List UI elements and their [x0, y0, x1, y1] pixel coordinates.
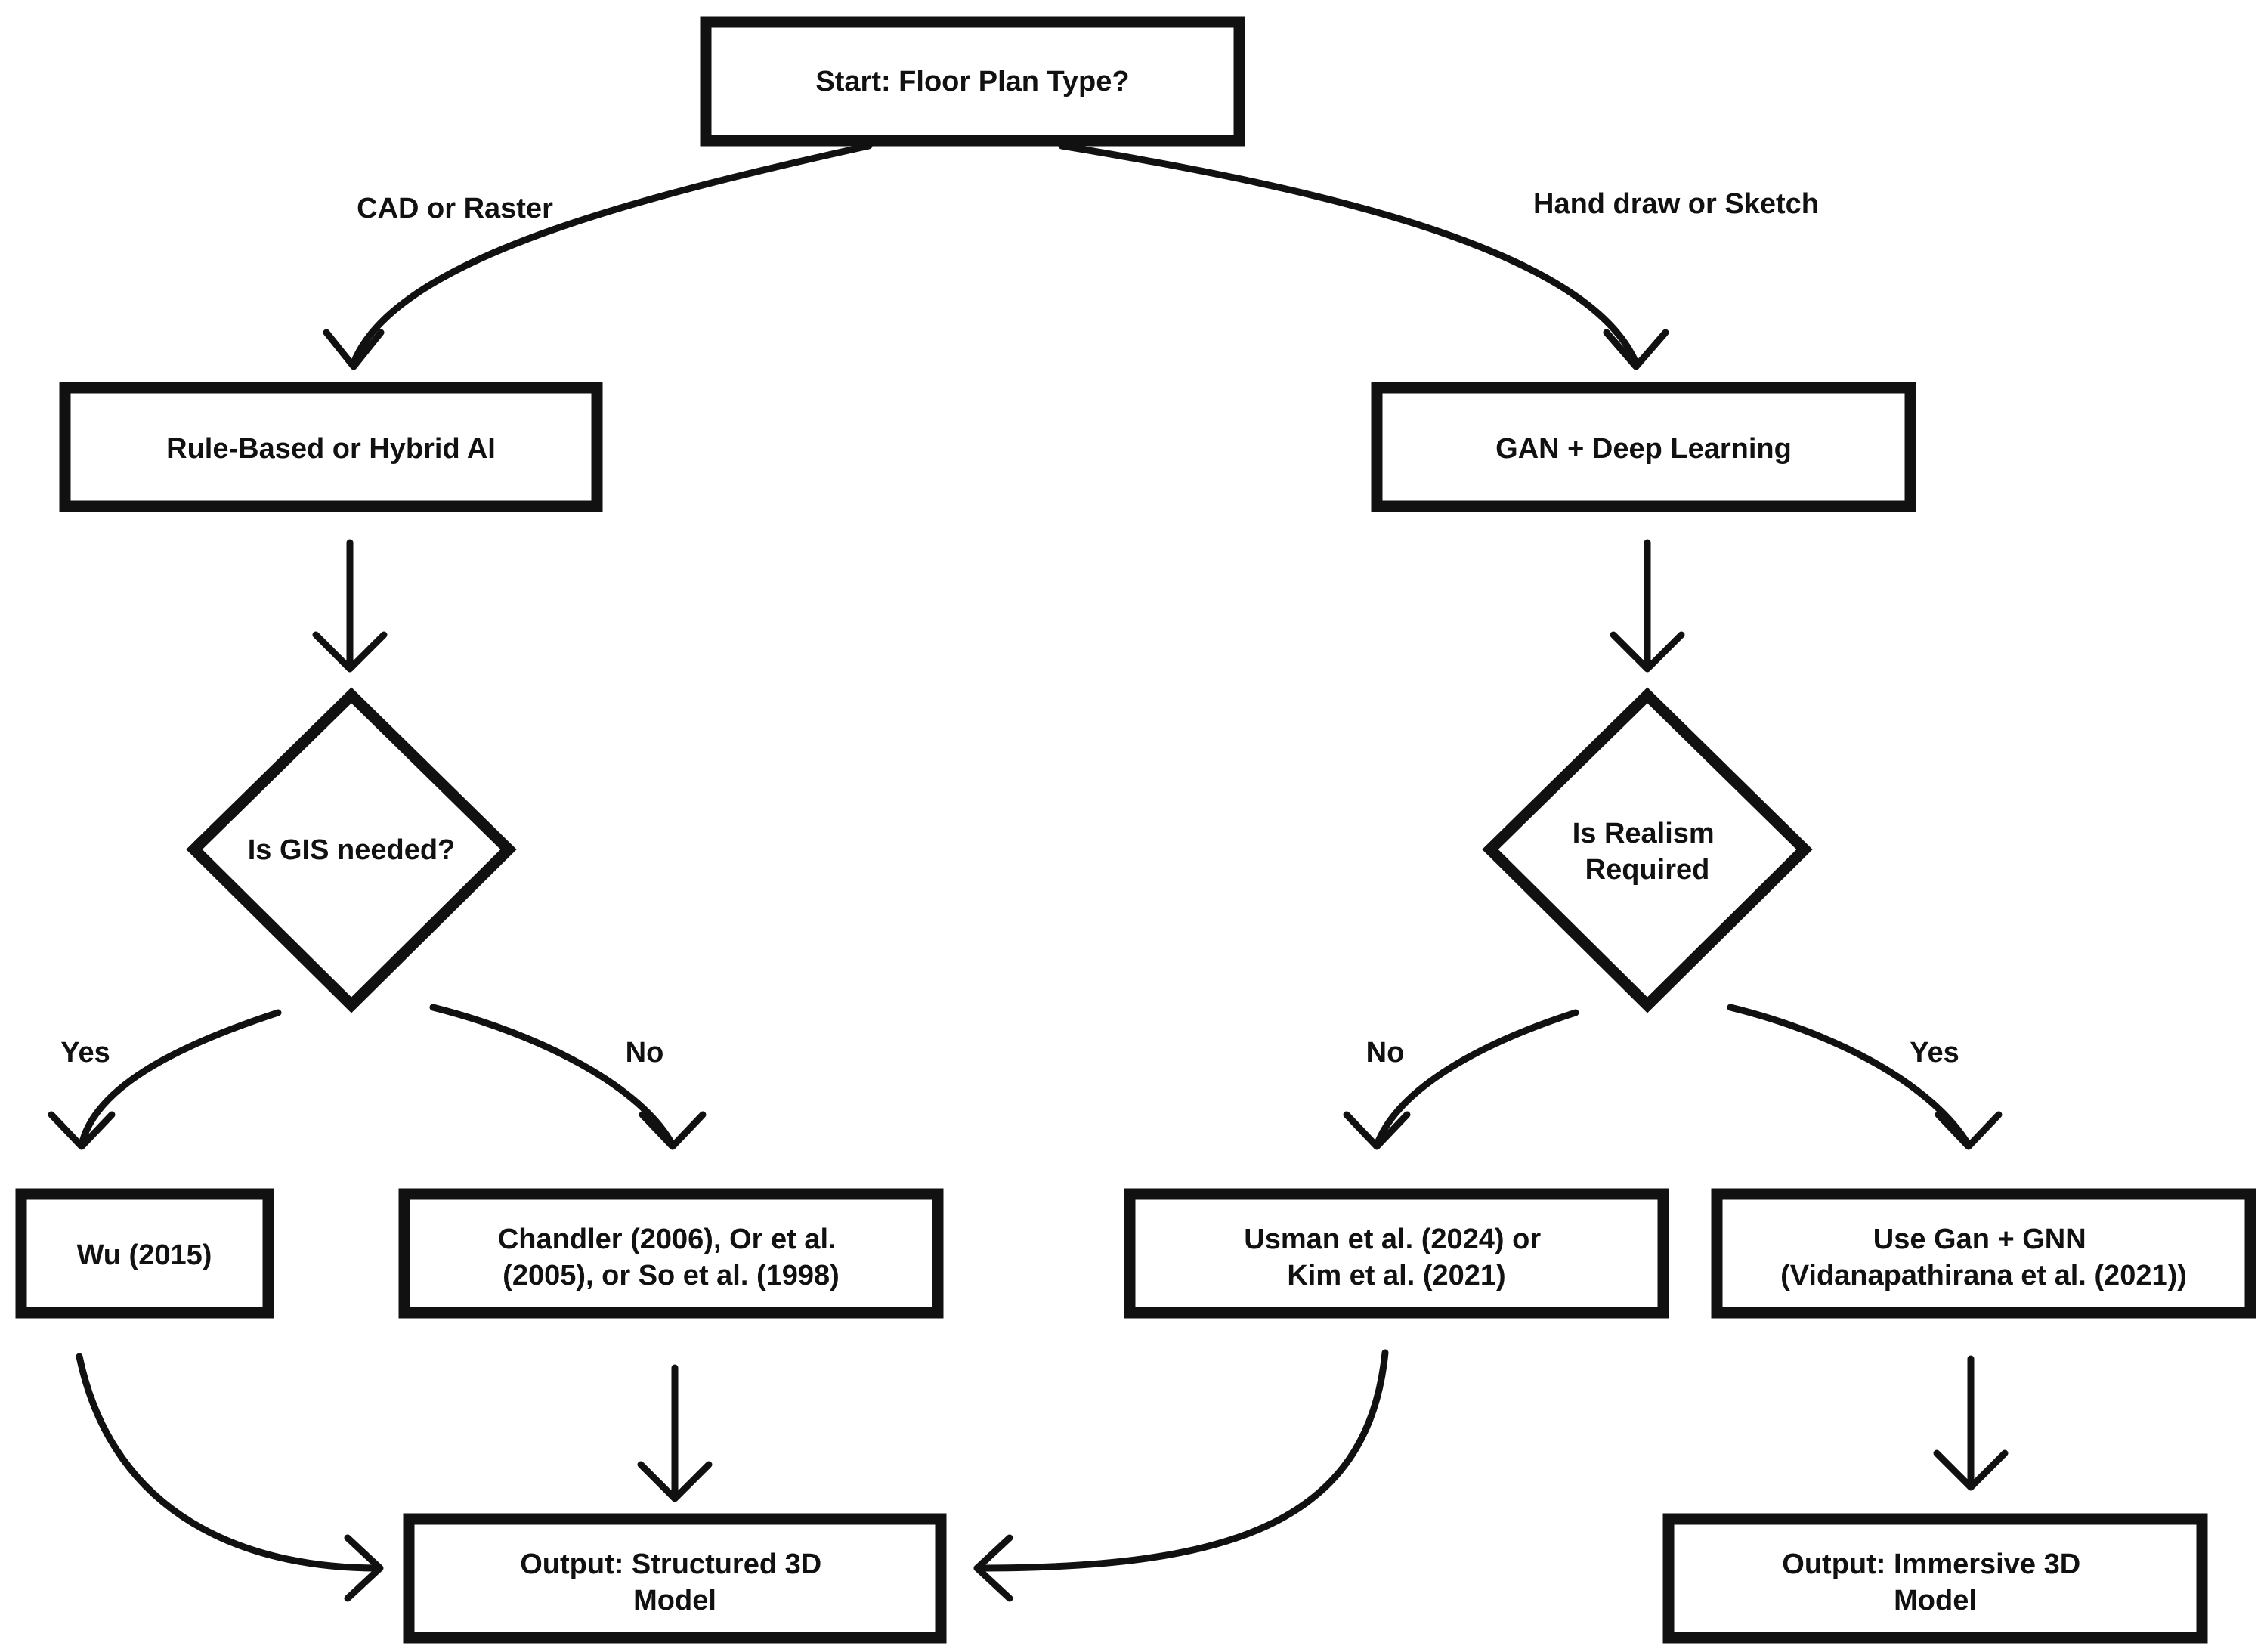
svg-text:Start: Floor Plan Type?: Start: Floor Plan Type? [815, 66, 1129, 97]
node-gan-deep: GAN + Deep Learning [1371, 382, 1916, 512]
edge-label-gis-yes: Yes [60, 1037, 110, 1069]
svg-text:Rule-Based or Hybrid AI: Rule-Based or Hybrid AI [166, 433, 496, 465]
edge-rule-based-to-gis [312, 539, 388, 673]
node-usman-label-line1: Usman et al. (2024) or [1244, 1224, 1541, 1255]
svg-text:Output: Structured 3D Mo: Output: Structured 3D Model [520, 1548, 830, 1616]
node-start-label: Start: Floor Plan Type? [815, 66, 1129, 97]
edge-gis-no-to-chandler [429, 1004, 707, 1150]
edge-realism-no-to-usman [1343, 1009, 1579, 1150]
node-chandler-label-line1: Chandler (2006), Or et al. [498, 1224, 837, 1255]
node-wu: Wu (2015) [15, 1188, 274, 1319]
edge-wu-to-output-structured [76, 1353, 384, 1602]
node-output-immersive: Output: Immersive 3D Model [1662, 1513, 2208, 1644]
edge-usman-to-output-structured [973, 1349, 1389, 1602]
edge-start-to-gan-deep [1058, 142, 1669, 370]
svg-text:Wu (2015): Wu (2015) [77, 1239, 212, 1271]
svg-text:Is GIS needed?: Is GIS needed? [248, 834, 456, 866]
node-rule-based-label: Rule-Based or Hybrid AI [166, 433, 496, 465]
node-output-immersive-label-line1: Output: Immersive 3D [1782, 1548, 2080, 1580]
node-wu-label: Wu (2015) [77, 1239, 212, 1271]
node-chandler-label-line2: (2005), or So et al. (1998) [503, 1260, 840, 1292]
node-gan-deep-label: GAN + Deep Learning [1495, 433, 1792, 465]
node-gis-decision-label: Is GIS needed? [248, 834, 456, 866]
node-start: Start: Floor Plan Type? [700, 16, 1245, 147]
svg-text:Is Realism Required: Is Realism Required [1573, 818, 1723, 886]
node-realism-decision-label-line1: Is Realism [1573, 818, 1715, 849]
edge-start-to-rule-based [323, 142, 873, 370]
edge-gan-gnn-to-output-immersive [1933, 1355, 2009, 1491]
node-usman-label-line2: Kim et al. (2021) [1287, 1260, 1505, 1292]
edge-label-cad-raster: CAD or Raster [357, 193, 553, 224]
edge-label-realism-yes: Yes [1910, 1037, 1959, 1069]
node-realism-decision-label-line2: Required [1585, 854, 1710, 886]
node-gan-gnn-label-line1: Use Gan + GNN [1873, 1224, 2086, 1255]
edge-label-gis-no: No [626, 1037, 664, 1069]
svg-text:GAN + Deep Learning: GAN + Deep Learning [1495, 433, 1792, 465]
node-realism-decision: Is Realism Required [1482, 687, 1813, 1013]
node-output-structured-label-line2: Model [633, 1585, 716, 1616]
edge-label-hand-sketch: Hand draw or Sketch [1533, 188, 1819, 220]
svg-text:Chandler (2006), Or et al.: Chandler (2006), Or et al. (2005), or So… [498, 1224, 844, 1292]
node-gan-gnn-label-line2: (Vidanapathirana et al. (2021)) [1780, 1260, 2187, 1292]
node-output-immersive-label-line2: Model [1894, 1585, 1977, 1616]
node-output-structured-label-line1: Output: Structured 3D [520, 1548, 821, 1580]
node-rule-based: Rule-Based or Hybrid AI [59, 382, 603, 512]
edge-gan-deep-to-realism [1610, 539, 1685, 673]
node-gis-decision: Is GIS needed? [186, 687, 517, 1013]
edge-realism-yes-to-gan-gnn [1727, 1004, 2003, 1150]
edge-gis-yes-to-wu [48, 1009, 282, 1150]
svg-text:Use Gan + GNN (Vidanapat: Use Gan + GNN (Vidanapathirana et al. (2… [1780, 1224, 2187, 1292]
edge-label-realism-no: No [1366, 1037, 1405, 1069]
node-usman: Usman et al. (2024) or Kim et al. (2021) [1124, 1188, 1669, 1319]
edge-chandler-to-output-structured [637, 1364, 713, 1502]
svg-text:Output: Immersive 3D Mod: Output: Immersive 3D Model [1782, 1548, 2088, 1616]
node-chandler: Chandler (2006), Or et al. (2005), or So… [398, 1188, 944, 1319]
node-output-structured: Output: Structured 3D Model [403, 1513, 947, 1644]
svg-text:Usman et al. (2024) or K: Usman et al. (2024) or Kim et al. (2021) [1244, 1224, 1548, 1292]
node-gan-gnn: Use Gan + GNN (Vidanapathirana et al. (2… [1711, 1188, 2256, 1319]
